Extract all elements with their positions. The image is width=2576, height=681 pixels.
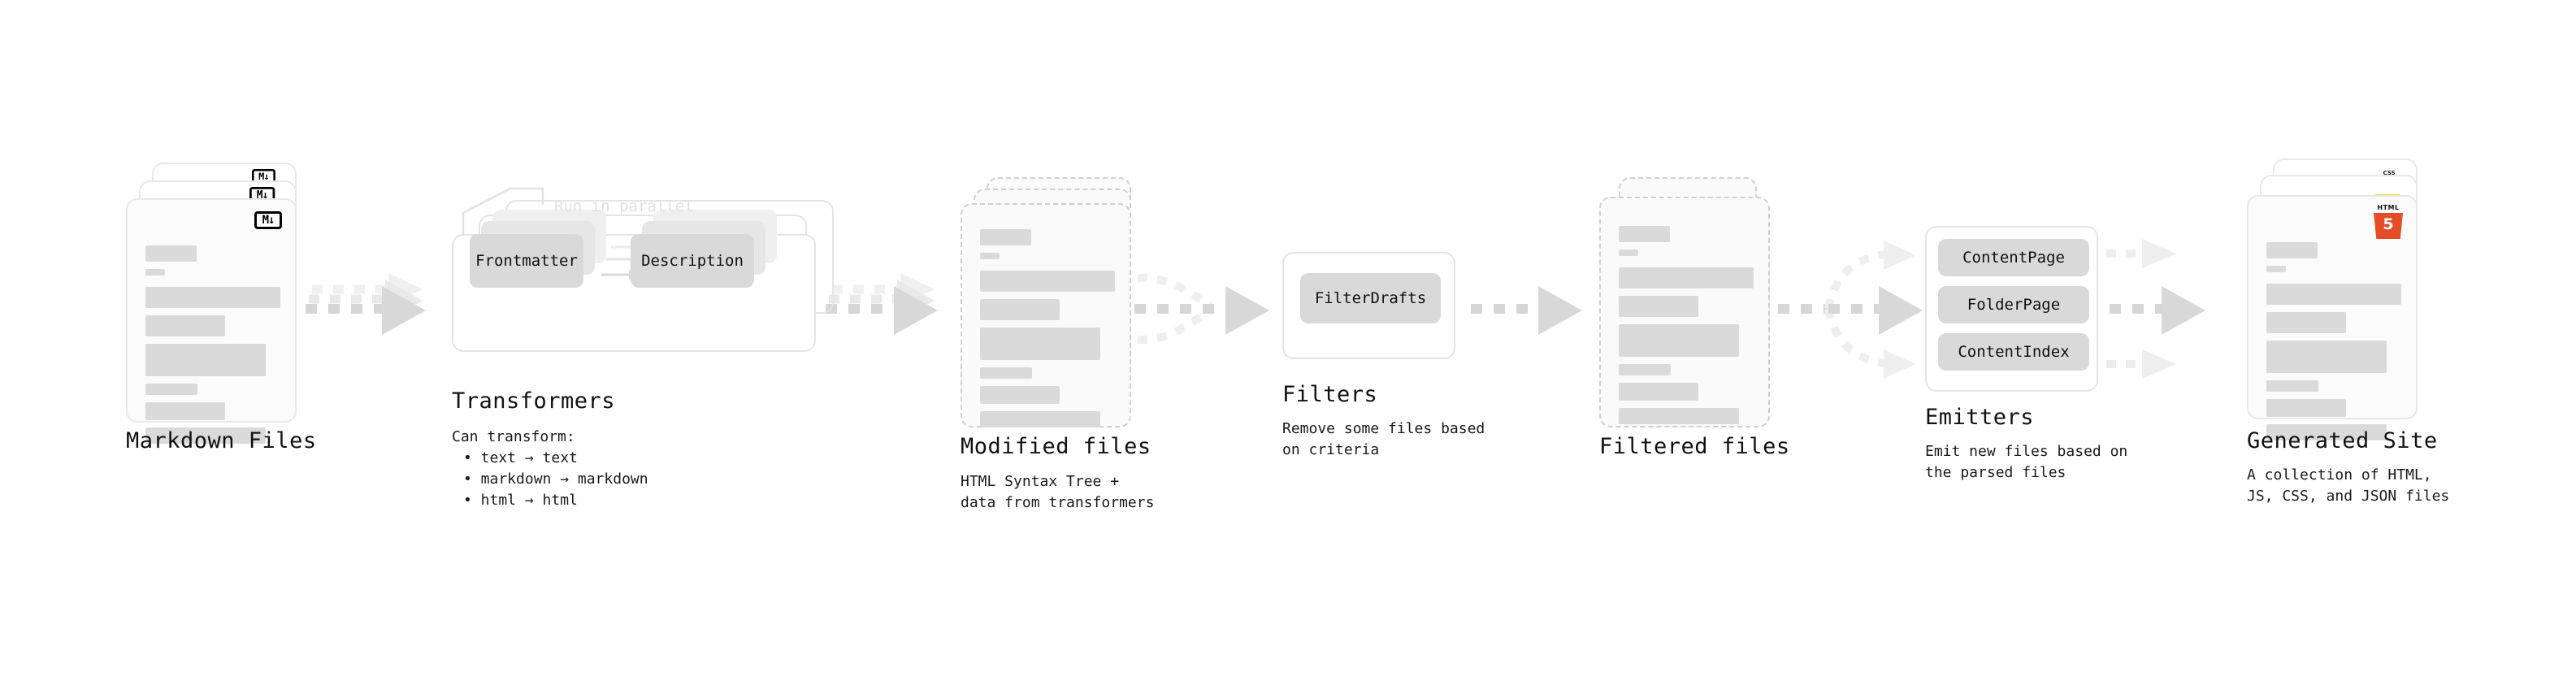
filters-caption: Remove some files based on criteria (1282, 420, 1485, 458)
skeleton-bar (980, 253, 1000, 259)
skeleton-bar (2266, 266, 2286, 272)
description-chip[interactable]: Description (631, 234, 754, 288)
skeleton-bar (1619, 226, 1670, 242)
skeleton-bar (145, 315, 225, 336)
skeleton-bar (2266, 242, 2318, 258)
skeleton-bar (980, 229, 1031, 245)
generated-site-stack: HTML (2247, 158, 2442, 440)
arrow-emitters-to-site (2087, 239, 2205, 379)
filter-drafts-chip[interactable]: FilterDrafts (1300, 273, 1441, 323)
site-card-skeleton (2266, 242, 2401, 448)
skeleton-bar (980, 386, 1060, 404)
skeleton-bar (145, 427, 266, 444)
site-file-card-html: HTML (2247, 195, 2418, 440)
skeleton-bar (980, 411, 1100, 427)
skeleton-bar (1619, 324, 1739, 357)
skeleton-bar (2266, 424, 2387, 440)
skeleton-bar (2266, 284, 2401, 305)
folder-page-chip[interactable]: FolderPage (1938, 286, 2089, 323)
skeleton-bar (2266, 340, 2387, 373)
arrow-filtered-to-emitters (1778, 241, 1923, 379)
transformers-group: Frontmatter Description (452, 200, 834, 362)
skeleton-bar (145, 402, 225, 420)
markdown-icon-glyph: M↓ (254, 211, 282, 229)
markdown-icon: M↓ (254, 211, 282, 229)
skeleton-bar (1619, 296, 1698, 317)
html5-icon: HTML (2374, 205, 2403, 239)
skeleton-bar (980, 299, 1060, 320)
skeleton-bar (145, 344, 266, 376)
arrow-filters-to-filtered (1471, 286, 1582, 335)
skeleton-bar (145, 287, 280, 308)
modified-card-skeleton (980, 229, 1115, 435)
skeleton-bar (2266, 380, 2318, 392)
modified-files-title: Modified files (961, 434, 1151, 459)
skeleton-bar (1619, 249, 1638, 256)
transformers-caption-head: Can transform: (452, 428, 575, 445)
emitters-caption: Emit new files based on the parsed files (1925, 443, 2128, 481)
skeleton-bar (1619, 267, 1754, 288)
markdown-card-skeleton (145, 245, 280, 451)
content-page-chip[interactable]: ContentPage (1938, 239, 2089, 276)
skeleton-bar (980, 271, 1115, 292)
skeleton-bar (2266, 312, 2346, 333)
run-in-parallel-label: Run in parallel (554, 197, 694, 215)
filtered-card-skeleton (1619, 226, 1754, 432)
skeleton-bar (980, 367, 1032, 379)
modified-files-caption: HTML Syntax Tree + data from transformer… (961, 473, 1155, 511)
filtered-file-card-front (1599, 197, 1770, 427)
generated-site-title: Generated Site (2247, 428, 2438, 453)
transformers-title: Transformers (452, 388, 616, 414)
emitters-title: Emitters (1925, 405, 2035, 430)
frontmatter-chip[interactable]: Frontmatter (470, 234, 583, 288)
modified-file-card-front (961, 203, 1131, 427)
skeleton-bar (1619, 383, 1698, 401)
html5-icon-shield (2374, 213, 2403, 239)
filters-title: Filters (1282, 382, 1378, 407)
markdown-files-title: Markdown Files (126, 428, 317, 453)
skeleton-bar (980, 327, 1100, 360)
content-index-chip[interactable]: ContentIndex (1938, 333, 2089, 371)
filtered-files-title: Filtered files (1599, 434, 1790, 459)
modified-files-stack (961, 177, 1147, 429)
markdown-file-card-front: M↓ (126, 198, 297, 444)
arrow-transformers-to-modified (826, 273, 938, 335)
generated-site-caption: A collection of HTML, JS, CSS, and JSON … (2247, 466, 2450, 505)
markdown-files-stack: M↓ M↓ M↓ (126, 163, 313, 444)
skeleton-bar (1619, 408, 1739, 424)
skeleton-bar (145, 245, 197, 262)
filters-box: FilterDrafts (1282, 252, 1455, 359)
arrow-modified-to-filters (1134, 273, 1269, 345)
filtered-files-stack (1599, 177, 1786, 429)
html5-icon-wordmark: HTML (2377, 204, 2400, 211)
transformers-bullet-1: • text → text (463, 449, 578, 466)
skeleton-bar (1619, 364, 1671, 375)
skeleton-bar (145, 269, 165, 275)
emitters-box: ContentPage FolderPage ContentIndex (1925, 226, 2098, 392)
transformers-bullet-2: • markdown → markdown (463, 471, 648, 488)
skeleton-bar (2266, 399, 2346, 417)
transformers-bullet-3: • html → html (463, 492, 578, 509)
arrow-markdown-to-transformers (306, 273, 426, 335)
skeleton-bar (145, 384, 197, 395)
